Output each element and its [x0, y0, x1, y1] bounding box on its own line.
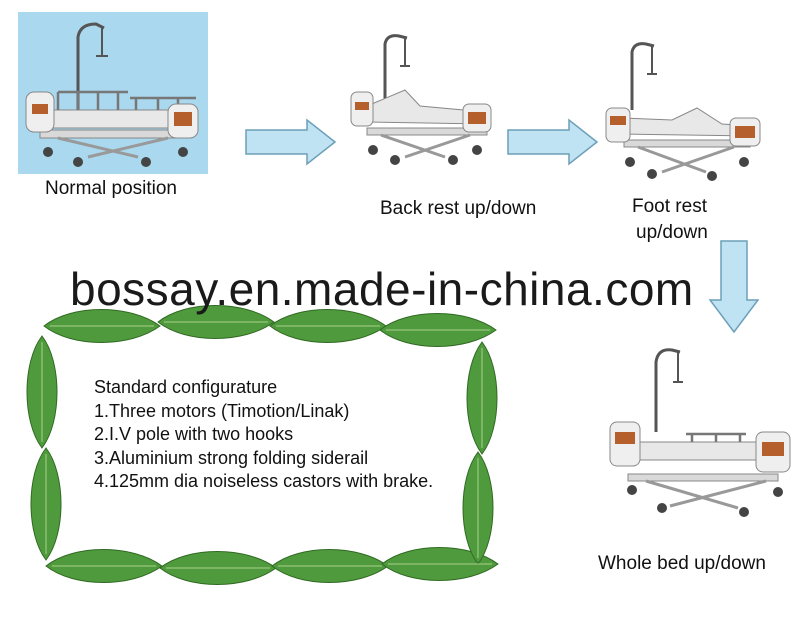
config-item-3: 3.Aluminium strong folding siderail: [94, 447, 369, 468]
config-panel: Standard configurature 1.Three motors (T…: [94, 376, 444, 494]
caption-highlow: Whole bed up/down: [598, 553, 766, 574]
bed-backrest-photo: [345, 32, 495, 170]
caption-backrest: Back rest up/down: [380, 198, 537, 219]
bed-backrest-icon: [350, 34, 492, 165]
right-arrow-icon: [245, 118, 337, 166]
right-arrow-icon: [507, 118, 599, 166]
bed-highlow-photo: [606, 342, 796, 522]
caption-normal: Normal position: [45, 178, 177, 199]
arrow-1: [245, 118, 337, 166]
arrow-2: [507, 118, 599, 166]
bed-normal-photo: [18, 12, 208, 174]
leaf-frame-icon: [26, 305, 499, 585]
watermark-text: bossay.en.made-in-china.com: [70, 263, 694, 315]
caption-footrest-2: up/down: [636, 222, 708, 243]
bed-normal-icon: [18, 12, 208, 174]
config-heading: Standard configurature: [94, 377, 278, 397]
leaf-frame: [20, 296, 510, 611]
bed-footrest-photo: [602, 38, 762, 188]
down-arrow-icon: [709, 240, 759, 334]
bed-footrest-icon: [605, 42, 761, 181]
arrow-down: [709, 240, 759, 334]
config-item-1: 1.Three motors (Timotion/Linak): [94, 400, 350, 421]
caption-footrest-1: Foot rest: [632, 196, 707, 217]
config-item-2: 2.I.V pole with two hooks: [94, 424, 294, 444]
bed-highlow-icon: [609, 348, 791, 517]
config-item-4: 4.125mm dia noiseless castors with brake…: [94, 471, 434, 491]
